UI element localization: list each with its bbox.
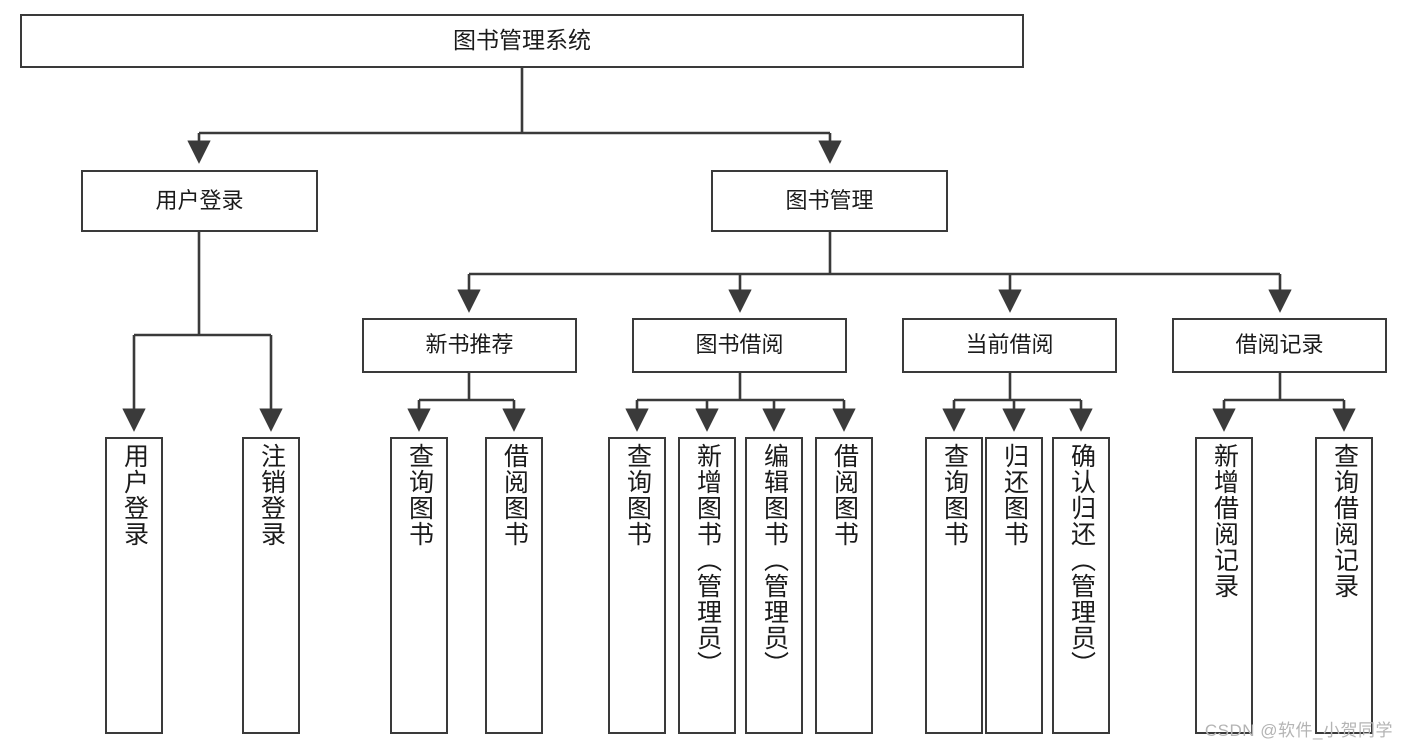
node-root-label: 图书管理系统 [453,27,591,54]
leaf-query-book-current[interactable]: 查询图书 [925,437,983,734]
leaf-query-book-borrow-label: 查询图书 [623,443,652,547]
leaf-query-book-recommend-label: 查询图书 [405,443,434,547]
leaf-query-book-recommend[interactable]: 查询图书 [390,437,448,734]
leaf-logout-label: 注销登录 [257,443,286,547]
leaf-add-borrow-record-label: 新增借阅记录 [1210,443,1239,599]
node-book-management-label: 图书管理 [785,187,874,213]
leaf-borrow-book-recommend-label: 借阅图书 [500,443,529,547]
leaf-edit-book-admin[interactable]: 编辑图书（管理员） [745,437,803,734]
leaf-user-login-label: 用户登录 [120,443,149,547]
leaf-borrow-book[interactable]: 借阅图书 [815,437,873,734]
node-current-borrow-label: 当前借阅 [965,332,1054,358]
node-book-management[interactable]: 图书管理 [711,170,948,232]
leaf-query-borrow-record[interactable]: 查询借阅记录 [1315,437,1373,734]
node-user-login[interactable]: 用户登录 [81,170,318,232]
leaf-edit-book-admin-label: 编辑图书（管理员） [760,443,789,677]
node-borrow-records-label: 借阅记录 [1235,332,1324,358]
leaf-borrow-book-label: 借阅图书 [830,443,859,547]
leaf-logout[interactable]: 注销登录 [242,437,300,734]
node-borrow-records[interactable]: 借阅记录 [1172,318,1387,373]
node-user-login-label: 用户登录 [155,187,244,213]
node-new-book-recommend[interactable]: 新书推荐 [362,318,577,373]
leaf-add-book-admin[interactable]: 新增图书（管理员） [678,437,736,734]
leaf-user-login[interactable]: 用户登录 [105,437,163,734]
leaf-add-book-admin-label: 新增图书（管理员） [693,443,722,677]
leaf-query-book-current-label: 查询图书 [940,443,969,547]
leaf-return-book-label: 归还图书 [1000,443,1029,547]
leaf-confirm-return-admin[interactable]: 确认归还（管理员） [1052,437,1110,734]
leaf-query-book-borrow[interactable]: 查询图书 [608,437,666,734]
leaf-query-borrow-record-label: 查询借阅记录 [1330,443,1359,599]
node-book-borrow-label: 图书借阅 [695,332,784,358]
node-new-book-recommend-label: 新书推荐 [425,332,514,358]
leaf-add-borrow-record[interactable]: 新增借阅记录 [1195,437,1253,734]
node-root[interactable]: 图书管理系统 [20,14,1024,68]
node-current-borrow[interactable]: 当前借阅 [902,318,1117,373]
node-book-borrow[interactable]: 图书借阅 [632,318,847,373]
leaf-confirm-return-admin-label: 确认归还（管理员） [1067,443,1096,677]
leaf-borrow-book-recommend[interactable]: 借阅图书 [485,437,543,734]
leaf-return-book[interactable]: 归还图书 [985,437,1043,734]
